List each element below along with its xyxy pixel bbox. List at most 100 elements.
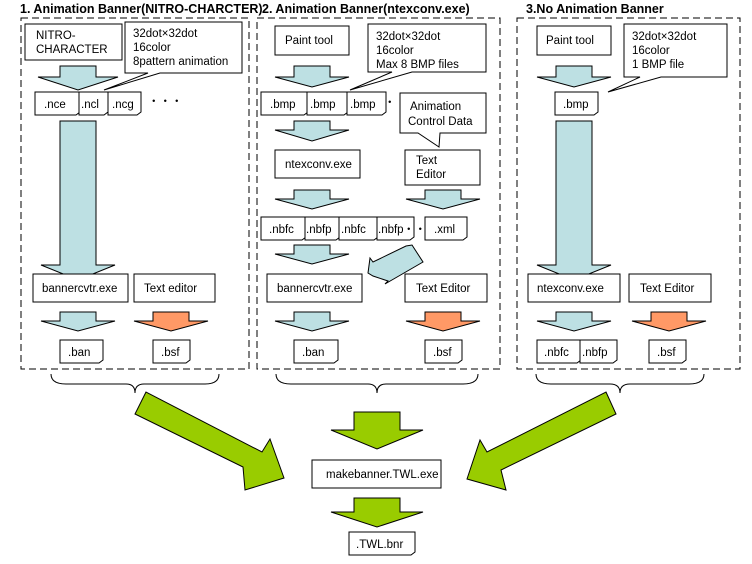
file-label: .bmp [563, 99, 589, 111]
section2-nbfc-file-2: .nbfc [338, 216, 379, 241]
section1-container [20, 17, 250, 370]
ntexconv-label: ntexconv.exe [285, 159, 352, 171]
section2-title: 2. Animation Banner(ntexconv.exe) [262, 2, 470, 16]
section2-animation-control-callout: Animation Control Data [399, 92, 487, 148]
spec-line: 32dot×32dot [376, 31, 441, 43]
down-arrow-icon [40, 311, 116, 332]
spec-line: 8pattern animation [133, 56, 228, 68]
down-arrow-icon [631, 311, 707, 332]
long-down-arrow-icon [40, 120, 116, 281]
file-label: .nbfc [341, 224, 366, 236]
down-arrow-icon [274, 189, 350, 210]
section1-title: 1. Animation Banner(NITRO-CHARCTER) [20, 2, 263, 16]
spec-line: 32dot×32dot [133, 28, 198, 40]
nitro-character-line2: CHARACTER [36, 44, 108, 56]
file-label: .bmp [350, 99, 376, 111]
text-editor-label: Text editor [144, 283, 197, 295]
down-arrow-icon [274, 244, 350, 265]
merge-arrow-left-icon [134, 391, 285, 491]
section1-ban-file: .ban [59, 339, 104, 364]
down-arrow-icon [330, 411, 424, 450]
text-editor-label: Text Editor [640, 283, 694, 295]
file-label: .bmp [270, 99, 296, 111]
down-arrow-icon [133, 311, 209, 332]
spec-line: Max 8 BMP files [376, 59, 459, 71]
section2-spec-callout: 32dot×32dot 16color Max 8 BMP files [349, 23, 487, 91]
merge-arrow-right-icon [466, 391, 617, 491]
section2-container [256, 17, 501, 370]
section2-ban-file: .ban [293, 339, 339, 364]
paint-tool-label: Paint tool [546, 35, 594, 47]
section2-nbfp-file-2: .nbfp [376, 216, 415, 241]
section3-bsf-file: .bsf [648, 339, 687, 364]
section2-bsf-file: .bsf [424, 339, 463, 364]
file-label: .nbfc [269, 224, 294, 236]
file-label: .bmp [310, 99, 336, 111]
down-arrow-icon [274, 120, 350, 142]
section2-brace [275, 373, 479, 394]
down-arrow-icon [330, 497, 424, 528]
section3-text-editor-box: Text Editor [628, 273, 712, 303]
section1-nitro-character-box: NITRO- CHARACTER [24, 23, 123, 61]
nitro-character-line1: NITRO- [36, 30, 76, 42]
long-down-arrow-icon [536, 120, 612, 281]
down-arrow-icon [405, 311, 481, 332]
file-label: .nbfp [306, 224, 332, 236]
down-arrow-icon [405, 189, 481, 210]
spec-line: 16color [376, 45, 414, 57]
section3-nbfp-file: .nbfp [579, 339, 618, 364]
file-label: .nbfp [582, 347, 608, 359]
file-label: .nbfc [544, 347, 569, 359]
section2-text-editor-output-box: Text Editor [404, 273, 488, 303]
file-label: .bsf [433, 347, 452, 359]
callout-line: Control Data [408, 116, 473, 128]
bannercvtr-label: bannercvtr.exe [42, 283, 117, 295]
file-label: .ncg [112, 99, 134, 111]
down-arrow-icon [274, 311, 350, 332]
spec-line: 16color [632, 45, 670, 57]
section2-ntexconv-box: ntexconv.exe [274, 149, 361, 179]
file-label: .xml [434, 224, 455, 236]
file-label: .bsf [161, 347, 180, 359]
section3-spec-callout: 32dot×32dot 16color 1 BMP file [607, 23, 728, 93]
twl-bnr-file: .TWL.bnr [348, 531, 416, 556]
section1-bannercvtr-box: bannercvtr.exe [32, 273, 129, 303]
paint-tool-label: Paint tool [285, 35, 333, 47]
section3-bmp-file: .bmp [554, 91, 599, 116]
file-label: .TWL.bnr [356, 539, 403, 551]
file-label: .ban [302, 347, 324, 359]
section1-text-editor-box: Text editor [133, 273, 216, 303]
section2-nbfp-file-1: .nbfp [304, 216, 341, 241]
section2-paint-tool-box: Paint tool [274, 25, 350, 56]
text-editor-line: Editor [416, 169, 446, 181]
section2-xml-file: .xml [424, 216, 468, 241]
down-arrow-icon [536, 65, 612, 88]
section3-brace [535, 373, 705, 394]
section1-ncg-file: .ncg [107, 91, 142, 116]
diagonal-arrow-icon [367, 244, 424, 285]
section2-text-editor-box: Text Editor [404, 149, 481, 186]
makebanner-label: makebanner.TWL.exe [326, 469, 439, 481]
callout-line: Animation [410, 101, 461, 113]
file-label: .nce [44, 99, 66, 111]
section1-brace [50, 373, 220, 394]
more-files-ellipsis: ・・ [403, 224, 426, 236]
file-label: .nbfp [378, 224, 404, 236]
text-editor-line: Text [416, 155, 438, 167]
section3-nbfc-file: .nbfc [536, 339, 582, 364]
spec-line: 32dot×32dot [632, 31, 697, 43]
file-label: .ban [68, 347, 90, 359]
file-label: .ncl [81, 99, 99, 111]
spec-line: 16color [133, 42, 171, 54]
spec-line: 1 BMP file [632, 59, 684, 71]
file-label: .bsf [657, 347, 676, 359]
section3-paint-tool-box: Paint tool [536, 25, 612, 56]
makebanner-box: makebanner.TWL.exe [311, 459, 442, 489]
down-arrow-icon [37, 65, 119, 91]
section2-bmp-file-2: .bmp [306, 91, 349, 116]
text-editor-label: Text Editor [416, 283, 470, 295]
more-files-ellipsis: ・・・ [148, 96, 183, 108]
section3-ntexconv-box: ntexconv.exe [527, 273, 621, 303]
section2-nbfc-file-1: .nbfc [260, 216, 307, 241]
